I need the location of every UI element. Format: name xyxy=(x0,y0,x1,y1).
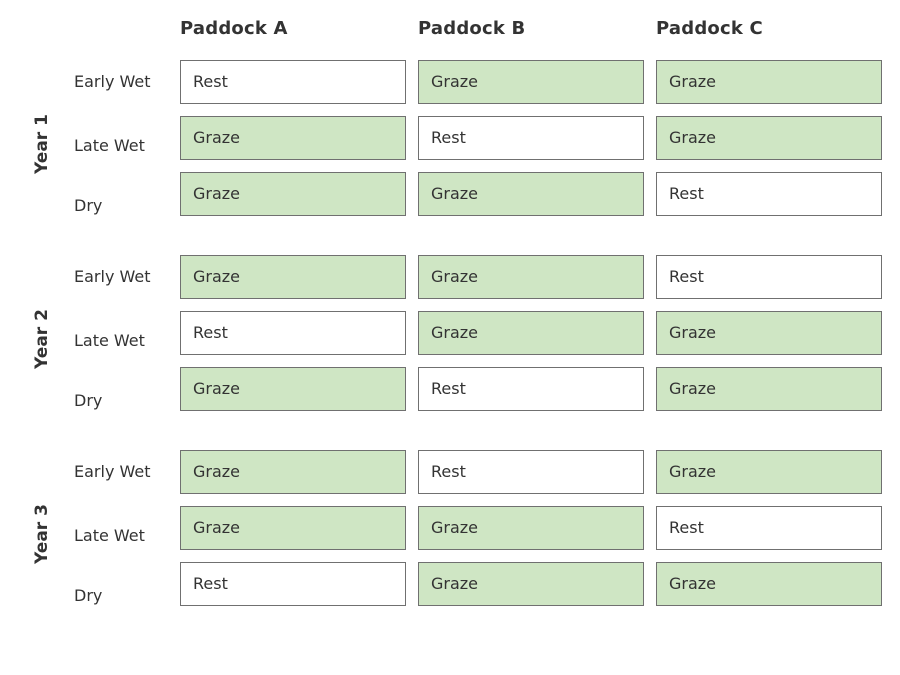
schedule-cell: Graze xyxy=(418,506,644,550)
schedule-cell: Rest xyxy=(180,60,406,104)
schedule-cell: Graze xyxy=(180,116,406,160)
season-label: Early Wet xyxy=(74,267,151,286)
season-label: Late Wet xyxy=(74,526,145,545)
schedule-cell: Graze xyxy=(180,172,406,216)
schedule-cell: Rest xyxy=(656,506,882,550)
column-header-3: Paddock C xyxy=(656,18,763,39)
schedule-cell: Graze xyxy=(180,255,406,299)
schedule-cell: Graze xyxy=(180,506,406,550)
schedule-cell: Graze xyxy=(656,60,882,104)
schedule-cell: Graze xyxy=(180,367,406,411)
season-label: Dry xyxy=(74,391,103,410)
schedule-cell: Graze xyxy=(656,450,882,494)
year-label-1: Year 1 xyxy=(32,114,52,174)
column-header-2: Paddock B xyxy=(418,18,526,39)
season-label: Early Wet xyxy=(74,462,151,481)
schedule-cell: Rest xyxy=(656,172,882,216)
schedule-cell: Graze xyxy=(418,172,644,216)
season-label: Dry xyxy=(74,586,103,605)
schedule-cell: Graze xyxy=(418,311,644,355)
column-header-1: Paddock A xyxy=(180,18,288,39)
schedule-cell: Graze xyxy=(656,311,882,355)
year-label-2: Year 2 xyxy=(32,309,52,369)
season-label: Late Wet xyxy=(74,331,145,350)
year-label-3: Year 3 xyxy=(32,504,52,564)
schedule-cell: Rest xyxy=(418,450,644,494)
schedule-cell: Graze xyxy=(418,562,644,606)
schedule-cell: Graze xyxy=(656,562,882,606)
schedule-cell: Rest xyxy=(180,311,406,355)
schedule-cell: Rest xyxy=(180,562,406,606)
schedule-cell: Graze xyxy=(418,255,644,299)
schedule-cell: Graze xyxy=(656,116,882,160)
season-label: Late Wet xyxy=(74,136,145,155)
schedule-cell: Rest xyxy=(418,116,644,160)
schedule-cell: Graze xyxy=(180,450,406,494)
schedule-cell: Rest xyxy=(418,367,644,411)
season-label: Early Wet xyxy=(74,72,151,91)
schedule-cell: Graze xyxy=(656,367,882,411)
season-label: Dry xyxy=(74,196,103,215)
schedule-cell: Rest xyxy=(656,255,882,299)
schedule-cell: Graze xyxy=(418,60,644,104)
